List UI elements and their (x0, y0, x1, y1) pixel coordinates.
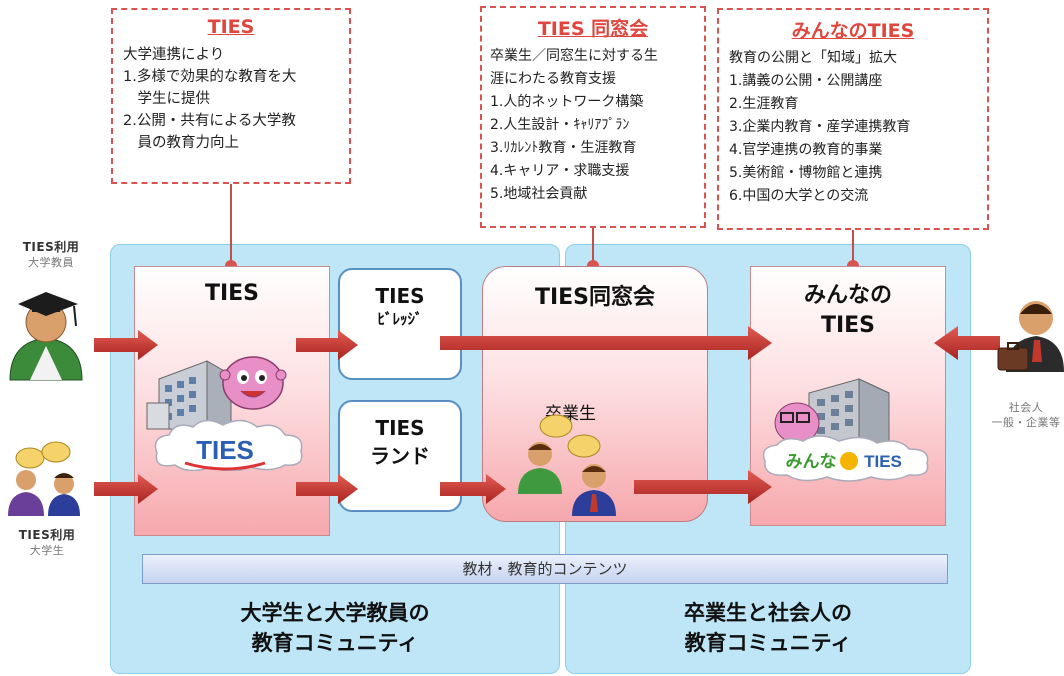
arrow-ties-to-village (296, 330, 358, 360)
arrow-ties-to-land (296, 474, 358, 504)
ties-callout-body: 大学連携により 1.多様で効果的な教育を大 学生に提供 2.公開・共有による大学… (123, 44, 339, 154)
cloud-logo: みんな TIES (762, 435, 929, 482)
alumni-panel-title: TIES同窓会 (534, 285, 656, 310)
graduates-icon (518, 414, 616, 516)
arrow-public-to-minna (934, 326, 1000, 360)
ties-illustration: TIES (146, 356, 303, 471)
alumni-connector-line (592, 228, 594, 266)
ties-panel: TIES TIES (134, 266, 330, 536)
minna-panel-title-line1: みんなの (803, 283, 892, 308)
businessperson-icon (997, 301, 1064, 372)
alumni-callout-title: TIES 同窓会 (537, 18, 649, 40)
callout-line: 涯にわたる教育支援 (490, 71, 616, 87)
contents-bar: 教材・教育的コンテンツ (142, 554, 948, 584)
ties-callout: TIES 大学連携により 1.多様で効果的な教育を大 学生に提供 2.公開・共有… (111, 8, 351, 184)
student-side-label-line1: TIES利用 (18, 528, 76, 542)
callout-line: 5.美術館・博物館と連携 (729, 165, 883, 181)
callout-line: 学生に提供 (123, 91, 210, 107)
callout-line: 教育の公開と「知域」拡大 (729, 50, 897, 66)
student-side-label-line2: 大学生 (29, 544, 65, 557)
ties-callout-title: TIES (207, 16, 255, 38)
minna-callout: みんなのTIES 教育の公開と「知域」拡大 1.講義の公開・公開講座 2.生涯教… (717, 8, 989, 230)
callout-line: 大学連携により (123, 47, 225, 63)
ties-logo-text: TIES (196, 435, 254, 465)
ties-village-box: TIES ﾋﾞﾚｯｼﾞ (338, 268, 462, 380)
alumni-callout: TIES 同窓会 卒業生／同窓生に対する生 涯にわたる教育支援 1.人的ネットワ… (480, 6, 706, 228)
ties-village-line1: TIES (375, 284, 425, 308)
alumni-community-label-line2: 教育コミュニティ (684, 631, 852, 655)
callout-line: 3.ﾘｶﾚﾝﾄ教育・生涯教育 (490, 140, 637, 156)
callout-line: 1.講義の公開・公開講座 (729, 73, 883, 89)
callout-line: 2.公開・共有による大学教 (123, 113, 296, 129)
callout-line: 4.キャリア・求職支援 (490, 163, 630, 179)
callout-line: 4.官学連携の教育的事業 (729, 142, 883, 158)
callout-line: 1.人的ネットワーク構築 (490, 94, 644, 110)
ties-village-line2: ﾋﾞﾚｯｼﾞ (377, 310, 423, 328)
cloud-logo: TIES (154, 419, 303, 471)
minna-callout-title: みんなのTIES (791, 20, 915, 42)
teacher-side-label: TIES利用 大学教員 (6, 240, 96, 270)
callout-line: 6.中国の大学との交流 (729, 188, 869, 204)
building-icon (808, 378, 890, 446)
building-icon (146, 360, 232, 430)
minna-panel-title-line2: TIES (820, 313, 876, 338)
minna-connector-line (852, 230, 854, 266)
arrow-village-to-minna (440, 326, 772, 360)
minna-ties-logo-text: TIES (864, 452, 902, 471)
callout-line: 卒業生／同窓生に対する生 (490, 48, 658, 64)
callout-line: 3.企業内教育・産学連携教育 (729, 119, 911, 135)
ties-panel-title: TIES (204, 281, 260, 306)
callout-line: 1.多様で効果的な教育を大 (123, 69, 297, 85)
teacher-side-label-line1: TIES利用 (22, 240, 80, 254)
teacher-side-label-line2: 大学教員 (28, 256, 74, 269)
ties-connector-line (230, 184, 232, 264)
ties-land-line2: ランド (370, 444, 430, 468)
students-icon (8, 441, 80, 516)
ties-land-line1: TIES (375, 416, 425, 440)
public-side-label-line2: 一般・企業等 (991, 416, 1061, 429)
minna-panel: みんなの TIES みんな TIES (750, 266, 946, 526)
minna-illustration: みんな TIES (762, 378, 929, 482)
public-side-label-line1: 社会人 (1008, 401, 1044, 414)
callout-line: 2.生涯教育 (729, 96, 799, 112)
teacher-icon (9, 292, 83, 381)
university-community-label-line2: 教育コミュニティ (251, 631, 419, 655)
mascot-icon (219, 356, 287, 410)
minna-logo-text: みんな (786, 452, 837, 471)
public-side-label: 社会人 一般・企業等 (990, 400, 1062, 430)
alumni-community-label-line1: 卒業生と社会人の (684, 601, 852, 625)
arrow-student-to-ties (94, 474, 158, 504)
alumni-callout-body: 卒業生／同窓生に対する生 涯にわたる教育支援 1.人的ネットワーク構築 2.人生… (490, 45, 696, 206)
university-community-label-line1: 大学生と大学教員の (240, 601, 430, 625)
arrow-teacher-to-ties (94, 330, 158, 360)
arrow-alumni-to-minna (634, 470, 772, 504)
minna-callout-body: 教育の公開と「知域」拡大 1.講義の公開・公開講座 2.生涯教育 3.企業内教育… (729, 47, 977, 208)
callout-line: 員の教育力向上 (123, 135, 239, 151)
arrow-land-to-alumni (440, 474, 506, 504)
callout-line: 5.地域社会貢献 (490, 186, 588, 202)
student-side-label: TIES利用 大学生 (2, 528, 92, 558)
callout-line: 2.人生設計・ｷｬﾘｱﾌﾟﾗﾝ (490, 117, 630, 133)
